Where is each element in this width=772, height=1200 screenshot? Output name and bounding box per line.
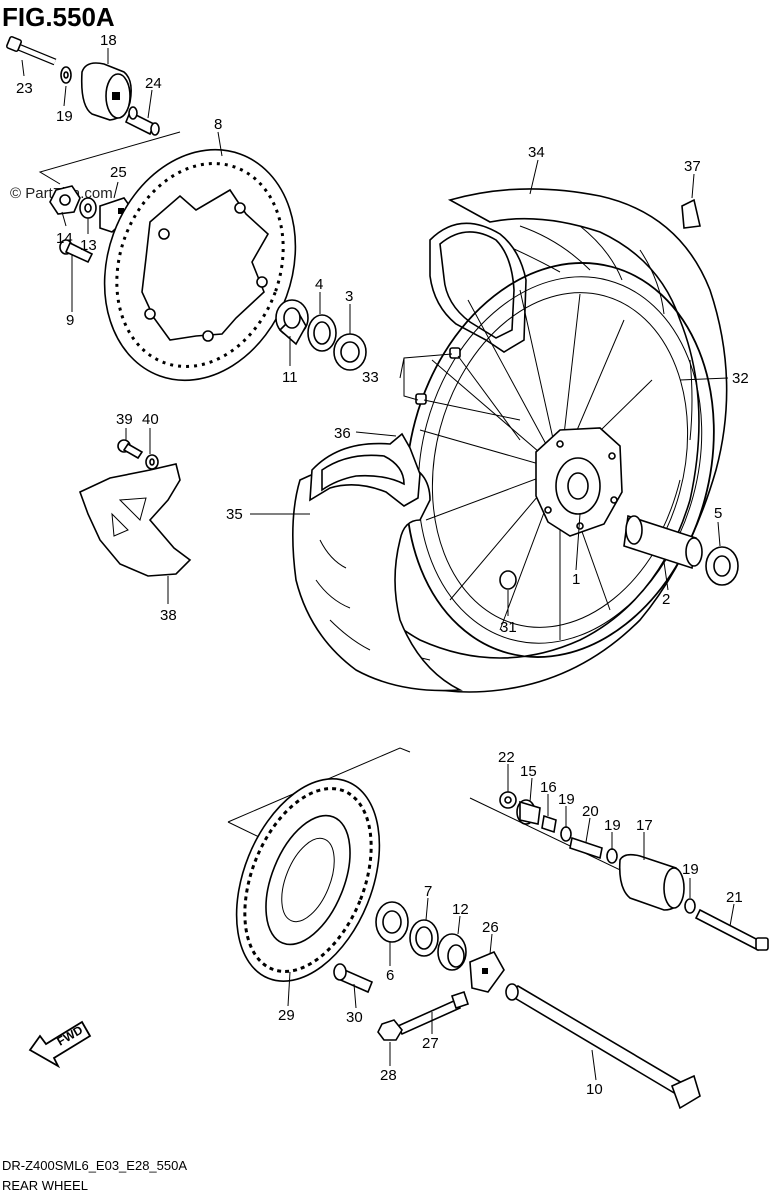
callout-1[interactable]: 1 [572, 571, 580, 588]
part-19-washer-top[interactable] [60, 66, 72, 84]
part-12-collar[interactable] [437, 933, 467, 971]
footer-caption: REAR WHEEL [2, 1178, 88, 1193]
callout-20[interactable]: 20 [582, 803, 599, 820]
callout-28[interactable]: 28 [380, 1067, 397, 1084]
callout-36[interactable]: 36 [334, 425, 351, 442]
part-18-weight[interactable] [80, 62, 132, 121]
part-19-washer-c[interactable] [606, 848, 618, 864]
part-19-washer-d[interactable] [684, 898, 696, 914]
callout-37[interactable]: 37 [684, 158, 701, 175]
part-3-bearing[interactable] [333, 333, 367, 371]
part-19-washer-b[interactable] [560, 826, 572, 842]
callout-4[interactable]: 4 [315, 276, 323, 293]
part-32-tube[interactable] [429, 222, 527, 353]
callout-7[interactable]: 7 [424, 883, 432, 900]
callout-8[interactable]: 8 [214, 116, 222, 133]
part-28-nut[interactable] [377, 1019, 403, 1041]
part-23-bolt[interactable] [5, 35, 57, 66]
leader-lines [21, 48, 735, 1081]
callout-29[interactable]: 29 [278, 1007, 295, 1024]
part-38-disc-guard[interactable] [78, 463, 192, 577]
part-20-shaft[interactable] [569, 836, 603, 860]
part-11-collar[interactable] [275, 299, 309, 346]
callout-19d[interactable]: 19 [682, 861, 699, 878]
callout-38[interactable]: 38 [160, 607, 177, 624]
part-27-adjuster-bolt[interactable] [396, 990, 470, 1036]
callout-6[interactable]: 6 [386, 967, 394, 984]
rim [405, 262, 715, 658]
callout-40[interactable]: 40 [142, 411, 159, 428]
callout-19b[interactable]: 19 [558, 791, 575, 808]
part-15-collar[interactable] [516, 799, 541, 825]
callout-27[interactable]: 27 [422, 1035, 439, 1052]
part-24-shaft[interactable] [124, 106, 160, 136]
part-5-bearing[interactable] [705, 546, 739, 586]
part-4-seal[interactable] [307, 314, 337, 352]
callout-16[interactable]: 16 [540, 779, 557, 796]
callout-14[interactable]: 14 [56, 230, 73, 247]
callout-39[interactable]: 39 [116, 411, 133, 428]
part-6-bearing[interactable] [375, 901, 409, 943]
callout-17[interactable]: 17 [636, 817, 653, 834]
callout-22[interactable]: 22 [498, 749, 515, 766]
callout-labels: 23 19 18 24 25 13 14 9 8 11 4 3 33 34 37… [16, 32, 749, 1098]
callout-33[interactable]: 33 [362, 369, 379, 386]
callout-35[interactable]: 35 [226, 506, 243, 523]
callout-5[interactable]: 5 [714, 505, 722, 522]
callout-19c[interactable]: 19 [604, 817, 621, 834]
callout-13[interactable]: 13 [80, 237, 97, 254]
callout-9[interactable]: 9 [66, 312, 74, 329]
callout-21[interactable]: 21 [726, 889, 743, 906]
part-14-nut[interactable] [49, 185, 81, 215]
footer-code: DR-Z400SML6_E03_E28_550A [2, 1158, 187, 1173]
fwd-arrow-icon: FWD [28, 1020, 92, 1069]
part-1-hub[interactable] [535, 427, 623, 537]
part-22-nut[interactable] [499, 791, 517, 809]
callout-34[interactable]: 34 [528, 144, 545, 161]
part-39-bolt[interactable] [117, 439, 144, 460]
callout-23[interactable]: 23 [16, 80, 33, 97]
part-26-adjuster-plate[interactable] [469, 950, 505, 993]
callout-30[interactable]: 30 [346, 1009, 363, 1026]
part-33-spoke-bolts[interactable] [415, 347, 521, 441]
callout-2[interactable]: 2 [662, 591, 670, 608]
callout-25[interactable]: 25 [110, 164, 127, 181]
callout-19[interactable]: 19 [56, 108, 73, 125]
part-2-spacer[interactable] [623, 514, 703, 570]
part-37-valve-cap[interactable] [681, 198, 701, 229]
callout-26[interactable]: 26 [482, 919, 499, 936]
part-30-bolt[interactable] [333, 963, 374, 994]
part-35-tire[interactable] [292, 460, 463, 692]
callout-31[interactable]: 31 [500, 619, 517, 636]
part-29-sprocket[interactable] [209, 758, 407, 1003]
callout-24[interactable]: 24 [145, 75, 162, 92]
part-17-weight[interactable] [618, 853, 685, 911]
callout-10[interactable]: 10 [586, 1081, 603, 1098]
figure-title: FIG.550A [2, 2, 115, 32]
part-13-washer[interactable] [79, 197, 97, 219]
callout-12[interactable]: 12 [452, 901, 469, 918]
callout-3[interactable]: 3 [345, 288, 353, 305]
part-10-axle[interactable] [505, 983, 701, 1110]
part-16-spacer[interactable] [541, 814, 557, 834]
part-36-tube[interactable] [309, 432, 421, 507]
callout-18[interactable]: 18 [100, 32, 117, 49]
part-7-seal[interactable] [409, 919, 439, 957]
callout-11[interactable]: 11 [282, 369, 298, 386]
part-8-brake-disc[interactable] [73, 123, 327, 408]
part-40-washer[interactable] [145, 454, 159, 470]
part-9-bolt[interactable] [59, 239, 94, 264]
callout-15[interactable]: 15 [520, 763, 537, 780]
part-31-nipple[interactable] [499, 570, 517, 590]
callout-32[interactable]: 32 [732, 370, 749, 387]
part-21-bolt[interactable] [694, 908, 769, 952]
